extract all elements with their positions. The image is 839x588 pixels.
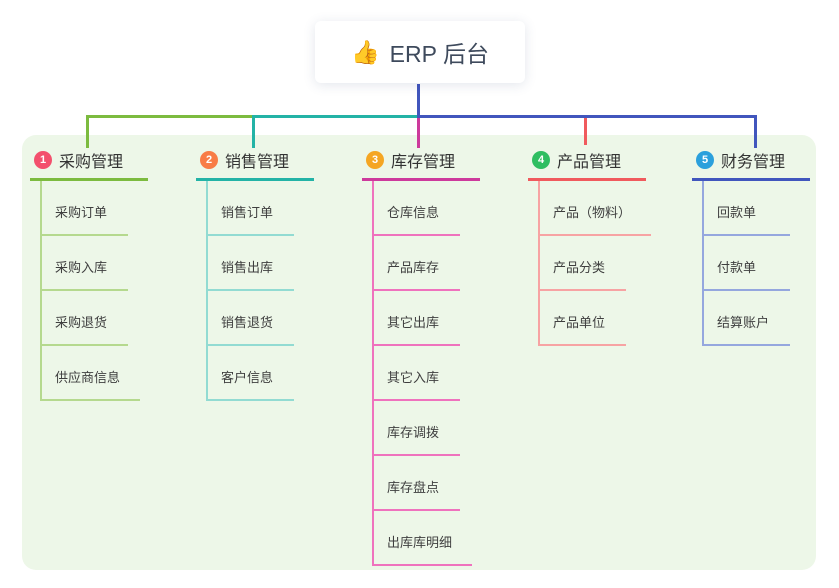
branch-label: 产品管理 [557, 154, 622, 171]
connector-drop-product [584, 118, 587, 145]
branch-children: 采购订单采购入库采购退货供应商信息 [40, 181, 148, 401]
child-topic[interactable]: 客户信息 [206, 346, 294, 401]
branch-label: 销售管理 [225, 154, 290, 171]
branch-number-badge: 1 [34, 151, 52, 169]
branch-header[interactable]: 4 产品管理 [528, 148, 646, 181]
child-topic[interactable]: 产品库存 [372, 236, 460, 291]
thumbs-up-icon: 👍 [351, 38, 380, 65]
branch-label: 财务管理 [721, 154, 786, 171]
branch-children-connector [40, 181, 42, 401]
connector-drop-inventory [417, 118, 420, 148]
connector-drop-finance [754, 115, 757, 148]
child-topic-label: 出库库明细 [387, 535, 453, 550]
connector-horizontal-teal [252, 115, 418, 118]
child-topic[interactable]: 其它出库 [372, 291, 460, 346]
child-topic-label: 销售出库 [221, 260, 274, 275]
branch-number-badge: 4 [532, 151, 550, 169]
branch-children-connector [372, 181, 374, 566]
child-topic-label: 产品（物料） [553, 205, 632, 220]
branch-label: 采购管理 [59, 154, 124, 171]
child-topic-label: 产品分类 [553, 260, 606, 275]
branch-children-connector [702, 181, 704, 346]
child-topic[interactable]: 产品（物料） [538, 181, 652, 236]
connector-horizontal-blue [417, 115, 757, 118]
branch-children: 仓库信息产品库存其它出库其它入库库存调拨库存盘点出库库明细 [372, 181, 480, 566]
connector-horizontal-green [86, 115, 253, 118]
child-topic-label: 库存调拨 [387, 425, 440, 440]
branch-node[interactable]: 5 财务管理 回款单付款单结算账户 [692, 148, 810, 346]
branch-node[interactable]: 3 库存管理 仓库信息产品库存其它出库其它入库库存调拨库存盘点出库库明细 [362, 148, 480, 566]
child-topic[interactable]: 采购退货 [40, 291, 128, 346]
branch-node[interactable]: 1 采购管理 采购订单采购入库采购退货供应商信息 [30, 148, 148, 401]
child-topic[interactable]: 其它入库 [372, 346, 460, 401]
branch-label: 库存管理 [391, 154, 456, 171]
child-topic-label: 采购订单 [55, 205, 108, 220]
child-topic[interactable]: 出库库明细 [372, 511, 473, 566]
child-topic-label: 其它入库 [387, 370, 440, 385]
branch-children: 销售订单销售出库销售退货客户信息 [206, 181, 314, 401]
child-topic-label: 客户信息 [221, 370, 274, 385]
child-topic[interactable]: 结算账户 [702, 291, 790, 346]
child-topic[interactable]: 销售订单 [206, 181, 294, 236]
child-topic[interactable]: 供应商信息 [40, 346, 141, 401]
child-topic-label: 结算账户 [717, 315, 770, 330]
child-topic[interactable]: 库存调拨 [372, 401, 460, 456]
branch-children-connector [538, 181, 540, 346]
child-topic-label: 采购入库 [55, 260, 108, 275]
child-topic-label: 回款单 [717, 205, 757, 220]
branch-node[interactable]: 2 销售管理 销售订单销售出库销售退货客户信息 [196, 148, 314, 401]
mindmap-canvas-panel [22, 135, 816, 570]
branch-header[interactable]: 1 采购管理 [30, 148, 148, 181]
child-topic[interactable]: 销售退货 [206, 291, 294, 346]
child-topic[interactable]: 销售出库 [206, 236, 294, 291]
branch-children: 回款单付款单结算账户 [702, 181, 810, 346]
child-topic-label: 供应商信息 [55, 370, 121, 385]
child-topic[interactable]: 采购入库 [40, 236, 128, 291]
branch-number-badge: 5 [696, 151, 714, 169]
child-topic[interactable]: 产品分类 [538, 236, 626, 291]
child-topic[interactable]: 仓库信息 [372, 181, 460, 236]
root-topic[interactable]: 👍 ERP 后台 [315, 21, 525, 83]
connector-drop-purchase [86, 115, 89, 148]
root-topic-label: ERP 后台 [389, 41, 489, 67]
child-topic[interactable]: 库存盘点 [372, 456, 460, 511]
child-topic-label: 采购退货 [55, 315, 108, 330]
branch-node[interactable]: 4 产品管理 产品（物料） 产品分类产品单位 [528, 148, 652, 346]
child-topic-label: 产品单位 [553, 315, 606, 330]
child-topic-label: 销售订单 [221, 205, 274, 220]
branch-children: 产品（物料） 产品分类产品单位 [538, 181, 652, 346]
connector-drop-sales [252, 115, 255, 148]
branch-header[interactable]: 5 财务管理 [692, 148, 810, 181]
child-topic-label: 仓库信息 [387, 205, 440, 220]
child-topic-label: 付款单 [717, 260, 757, 275]
branch-number-badge: 3 [366, 151, 384, 169]
child-topic-label: 库存盘点 [387, 480, 440, 495]
child-topic[interactable]: 产品单位 [538, 291, 626, 346]
child-topic-label: 销售退货 [221, 315, 274, 330]
child-topic[interactable]: 回款单 [702, 181, 790, 236]
child-topic-label: 其它出库 [387, 315, 440, 330]
branch-number-badge: 2 [200, 151, 218, 169]
child-topic[interactable]: 采购订单 [40, 181, 128, 236]
branch-header[interactable]: 3 库存管理 [362, 148, 480, 181]
branch-header[interactable]: 2 销售管理 [196, 148, 314, 181]
branch-children-connector [206, 181, 208, 401]
child-topic[interactable]: 付款单 [702, 236, 790, 291]
connector-root-vertical [417, 84, 420, 116]
child-topic-label: 产品库存 [387, 260, 440, 275]
